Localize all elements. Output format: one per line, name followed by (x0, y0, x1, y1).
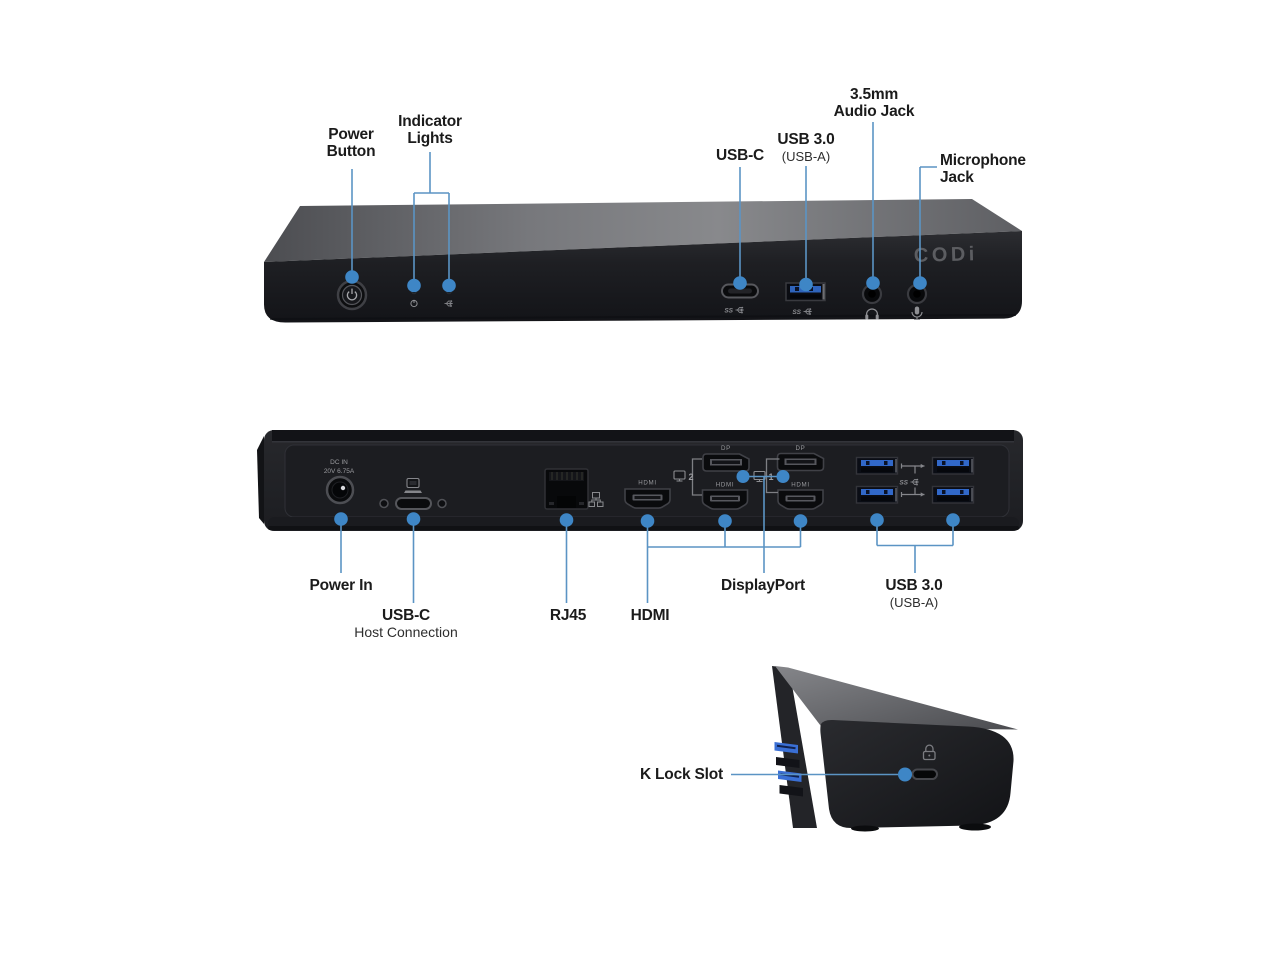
callout-line: USB 3.0 (885, 577, 943, 594)
side-view-device (772, 666, 1018, 832)
callout-displayport: DisplayPort (683, 577, 843, 594)
callout-subline: (USB-A) (781, 149, 831, 164)
callout-line: RJ45 (549, 607, 587, 624)
front-face (264, 231, 1022, 323)
callout-audio-jack: 3.5mm Audio Jack (814, 86, 934, 120)
usb-a-port (931, 456, 975, 475)
side-usb-port-slivers (774, 742, 803, 797)
hdmi-port-3 (777, 489, 824, 510)
rear-ss-text: SS (899, 479, 908, 486)
callout-line: USB-C (381, 607, 431, 624)
callout-usb-c-host: USB-C Host Connection (316, 607, 496, 641)
callout-power-in: Power In (277, 577, 405, 594)
foot (851, 825, 879, 832)
network-icon (588, 492, 604, 507)
usb-c-port-front: SS (721, 283, 759, 314)
callout-line: Jack (940, 169, 974, 186)
power-led-icon (410, 299, 418, 308)
callout-line: 3.5mm (849, 86, 899, 103)
side-leader-lines (731, 767, 912, 782)
dp-1-label: DP (721, 445, 731, 452)
rear-leader-dots (334, 470, 960, 528)
front-view-device: SS SS (264, 199, 1022, 323)
dc-in-rating: 20V 6.75A (324, 468, 355, 475)
group-2-digit: 2 (689, 472, 694, 482)
usb-a-port (931, 485, 975, 504)
rear-view-device: DC IN 20V 6.75A (257, 430, 1023, 531)
callout-line: USB-C (715, 147, 765, 164)
dc-in-label: DC IN (330, 459, 348, 466)
hdmi-1-label: HDMI (638, 480, 657, 487)
power-button (336, 279, 368, 311)
usb-a-ports-rear: SS (855, 456, 975, 504)
k-lock-slot (911, 768, 938, 780)
callout-power-button: Power Button (291, 126, 411, 160)
callout-line: USB 3.0 (777, 131, 835, 148)
hdmi-ports: HDMI HDMI HDMI (624, 480, 824, 510)
side-top-face (775, 666, 1018, 730)
callout-usb-c-front: USB-C (680, 147, 800, 164)
power-in-port: DC IN 20V 6.75A (324, 459, 355, 505)
lock-icon (922, 744, 936, 761)
callout-line: HDMI (630, 607, 670, 624)
callout-subline: Host Connection (354, 624, 458, 640)
callout-line: K Lock Slot (639, 766, 723, 783)
monitor-icon (673, 470, 686, 482)
callout-line: Indicator (398, 113, 462, 130)
callout-hdmi: HDMI (590, 607, 710, 624)
usb-ss-marking: SS (724, 306, 745, 314)
rear-leader-lines (340, 475, 954, 603)
dp-2-label: DP (796, 445, 806, 452)
host-computer-icon (404, 477, 422, 493)
hdmi-3-label: HDMI (791, 482, 810, 489)
usb-a-ss-text: SS (792, 309, 801, 316)
screw-hole (437, 498, 447, 509)
screw-hole (379, 498, 389, 509)
usb-a-port (855, 485, 899, 504)
callout-line: Power (328, 126, 374, 143)
rj45-port (544, 468, 604, 510)
rear-left-edge (257, 436, 264, 524)
callout-microphone-jack: Microphone Jack (940, 152, 1050, 186)
usb-ss-marking: SS (792, 307, 813, 316)
hdmi-port-1 (624, 488, 671, 509)
front-top-face (264, 199, 1022, 262)
callout-line: Button (326, 143, 376, 160)
usb-ss-bracket-marking (900, 463, 925, 497)
rear-top-strip (272, 430, 1014, 441)
callout-k-lock-slot: K Lock Slot (593, 766, 723, 783)
headphone-icon (865, 308, 879, 320)
callout-rj45: RJ45 (508, 607, 628, 624)
callout-line: DisplayPort (721, 577, 805, 594)
callout-subline: (USB-A) (889, 595, 939, 610)
front-bottom-edge (269, 314, 1017, 320)
callout-line: Microphone (940, 152, 1026, 169)
usb-c-ss-text: SS (724, 307, 733, 314)
dp-port-1 (702, 453, 750, 472)
displayport-ports: DP DP (702, 445, 825, 472)
front-leader-lines (351, 122, 937, 281)
callout-usb3-rear: USB 3.0 (USB-A) (853, 577, 975, 611)
callout-usb3-front: USB 3.0 (USB-A) (746, 131, 866, 165)
usb-c-host-port (379, 477, 447, 510)
foot (959, 823, 991, 831)
callout-line: Audio Jack (833, 103, 915, 120)
power-icon (346, 288, 358, 301)
brand-logo: CODi (914, 243, 979, 267)
usb-ss-marking: SS (899, 478, 920, 486)
callout-line: Power In (309, 577, 373, 594)
monitor-icon (753, 470, 766, 483)
front-leader-dots (345, 270, 927, 293)
display-group-2-marking: 2 (673, 458, 702, 496)
microphone-icon (911, 306, 923, 321)
dp-port-2 (776, 452, 825, 472)
callout-indicator-lights: Indicator Lights (370, 113, 490, 147)
hdmi-port-2 (701, 489, 749, 510)
hdmi-2-label: HDMI (716, 482, 735, 489)
usb-a-port (855, 456, 899, 475)
callout-line: Lights (407, 130, 453, 147)
